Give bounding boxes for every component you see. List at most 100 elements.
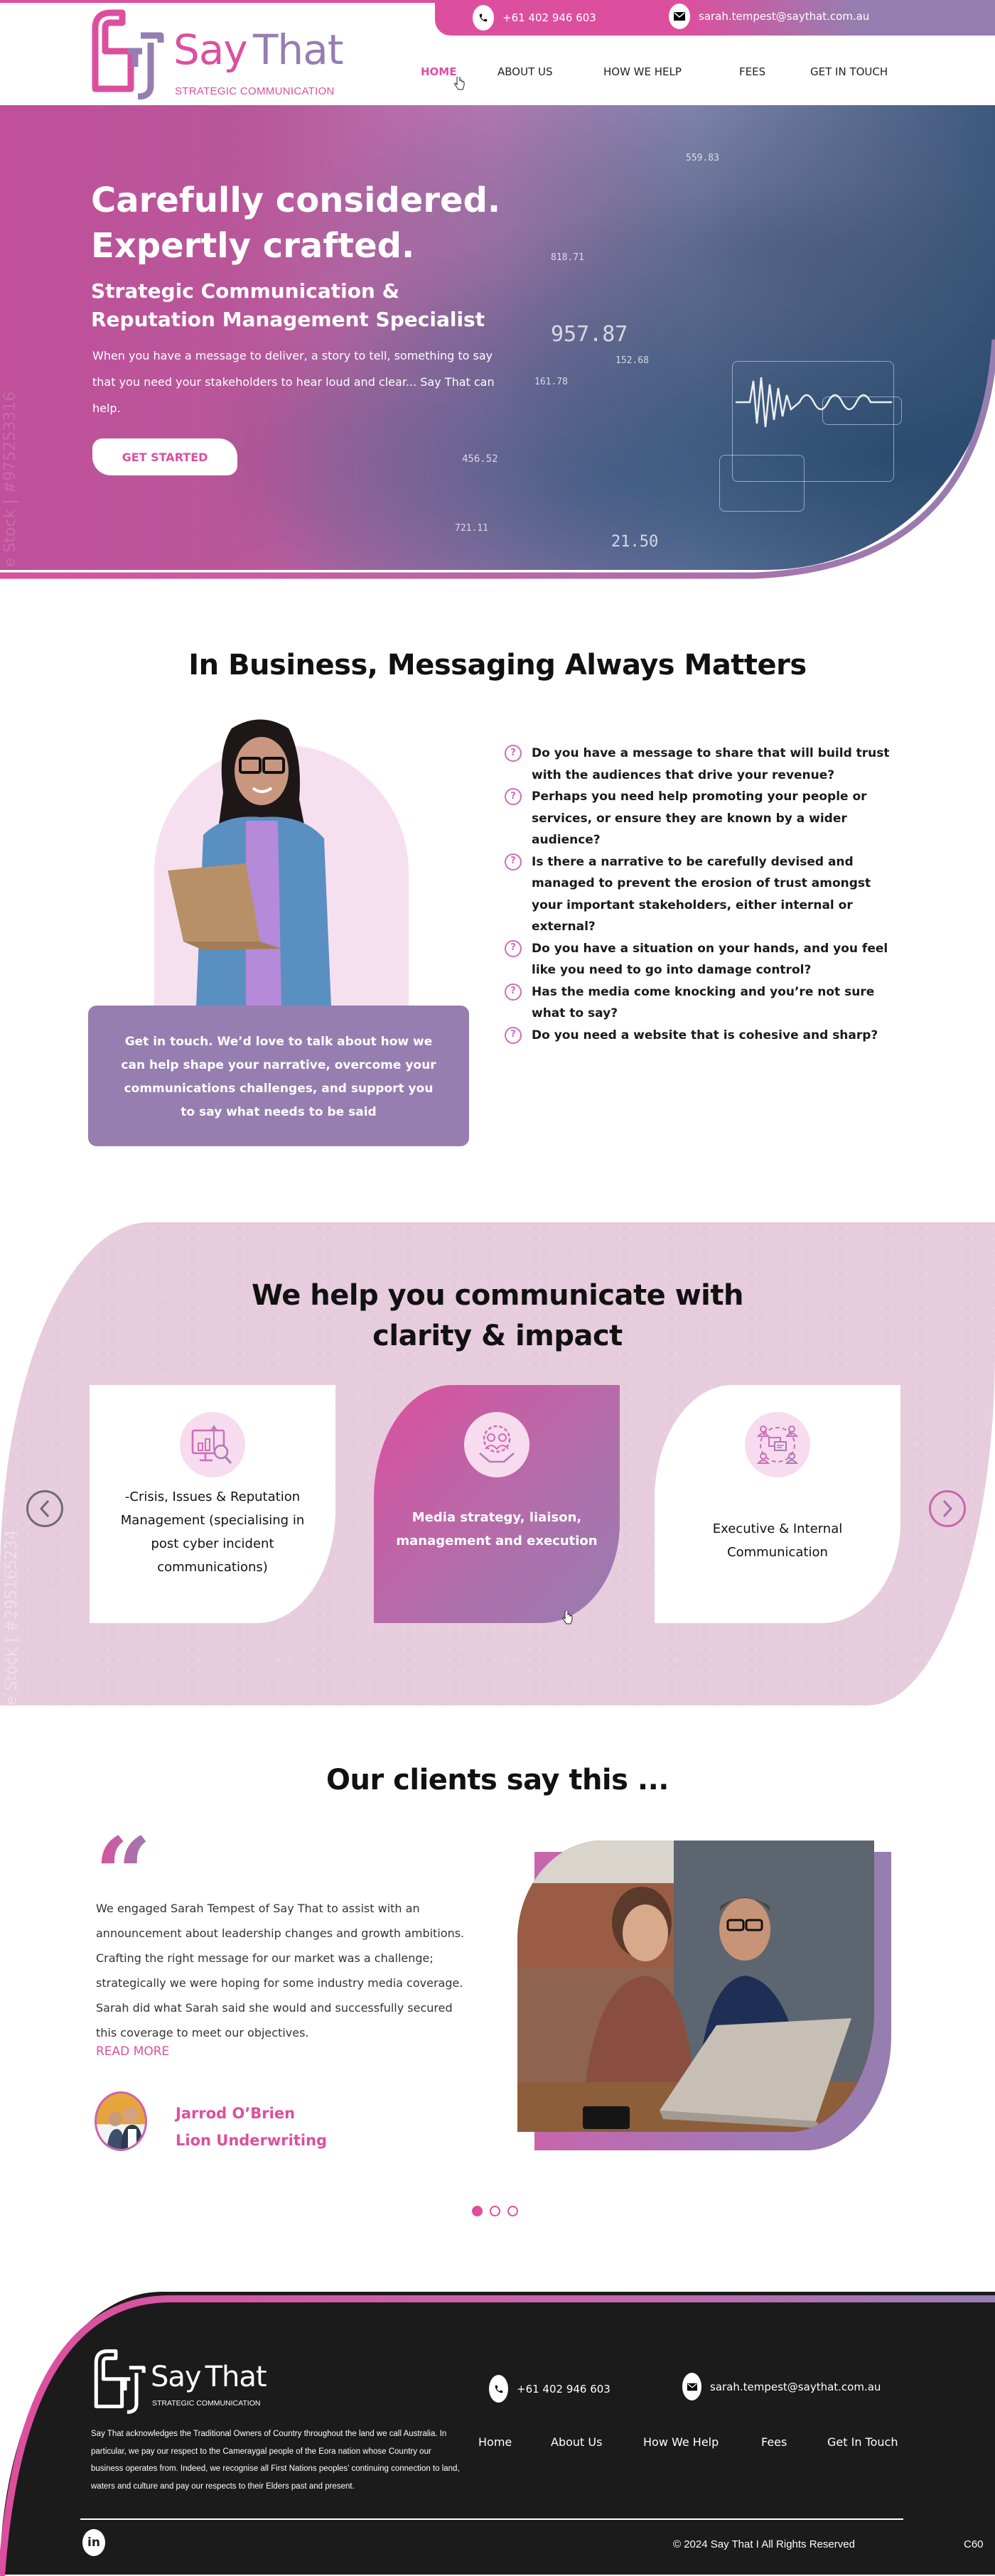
hero-subheadline-line1: Strategic Communication & [91, 279, 400, 303]
header-phone-text: +61 402 946 603 [502, 11, 596, 24]
read-more-link[interactable]: READ MORE [96, 2044, 170, 2059]
testimonials-section-title: Our clients say this ... [326, 1764, 669, 1796]
carousel-next-button[interactable] [929, 1490, 966, 1527]
footer-curve-border [0, 2295, 995, 2576]
footer-logo-tagline: STRATEGIC COMMUNICATION [152, 2399, 261, 2408]
service-card-media-strategy[interactable]: Media strategy, liaison, management and … [374, 1385, 620, 1623]
chevron-right-icon [942, 1499, 953, 1518]
footer-nav-home[interactable]: Home [478, 2435, 512, 2449]
envelope-icon [669, 4, 690, 29]
question-item: ? Has the media come knocking and you’re… [505, 981, 903, 1025]
footer-nav-get-in-touch[interactable]: Get In Touch [827, 2435, 898, 2449]
nav-home[interactable]: HOME [421, 65, 457, 78]
pagination-dot-1[interactable] [472, 2206, 483, 2216]
question-circle-icon: ? [505, 1026, 522, 1044]
copyright-text: © 2024 Say That I All Rights Reserved [673, 2538, 855, 2550]
header-phone-link[interactable]: +61 402 946 603 [473, 5, 596, 31]
header-email-text: sarah.tempest@saythat.com.au [699, 10, 870, 23]
footer-nav-how-we-help[interactable]: How We Help [643, 2435, 719, 2449]
services-title-line2: clarity & impact [372, 1320, 623, 1352]
footer-code: C60 [964, 2538, 984, 2550]
footer-phone-text: +61 402 946 603 [517, 2382, 611, 2396]
services-title-line1: We help you communicate with [252, 1279, 743, 1312]
stock-watermark: e Stock | #295165234 [3, 1529, 21, 1705]
hud-waveform-icon [736, 377, 892, 428]
logo-word-say: Say [173, 26, 248, 74]
linkedin-icon[interactable]: in [82, 2529, 105, 2556]
nav-fees[interactable]: FEES [739, 65, 766, 78]
client-company: Lion Underwriting [176, 2132, 328, 2149]
get-started-button[interactable]: GET STARTED [92, 438, 237, 475]
office-meeting-image [517, 1841, 874, 2132]
pagination-dot-3[interactable] [507, 2206, 518, 2216]
hud-number: 957.87 [551, 322, 628, 347]
service-card-label: Executive & Internal Communication [712, 1521, 843, 1560]
nav-about-us[interactable]: ABOUT US [498, 65, 553, 78]
logo-word-say: Say [151, 2361, 202, 2393]
hero-body-text: When you have a message to deliver, a st… [92, 349, 495, 415]
envelope-icon [682, 2373, 701, 2400]
get-in-touch-card: Get in touch. We’d love to talk about ho… [88, 1006, 469, 1146]
nav-how-we-help[interactable]: HOW WE HELP [603, 65, 682, 78]
hud-panel-wave [732, 361, 894, 482]
pagination-dot-2[interactable] [490, 2206, 500, 2216]
question-text: Do you need a website that is cohesive a… [532, 1028, 878, 1042]
site-logo[interactable]: Say That STRATEGIC COMMUNICATION [88, 7, 358, 103]
services-section-title: We help you communicate with clarity & i… [0, 1276, 995, 1357]
question-text: Has the media come knocking and you’re n… [532, 984, 875, 1021]
footer-background [0, 2292, 995, 2575]
footer-nav-about-us[interactable]: About Us [551, 2435, 603, 2449]
question-item: ? Do you have a message to share that wi… [505, 743, 903, 786]
header-email-link[interactable]: sarah.tempest@saythat.com.au [669, 4, 869, 29]
question-circle-icon: ? [505, 939, 522, 957]
footer-nav-fees[interactable]: Fees [761, 2435, 787, 2449]
question-item: ? Do you need a website that is cohesive… [505, 1025, 903, 1047]
logo-word-that: That [205, 2361, 267, 2393]
question-text: Is there a narrative to be carefully dev… [532, 854, 871, 934]
questions-list: ? Do you have a message to share that wi… [505, 743, 903, 1046]
hero-subheadline-line2: Reputation Management Specialist [91, 308, 485, 331]
hero-headline-line2: Expertly crafted. [91, 226, 415, 266]
question-item: ? Perhaps you need help promoting your p… [505, 786, 903, 851]
hand-cursor-icon [454, 77, 465, 90]
phone-icon [473, 5, 494, 31]
hero-headline-line1: Carefully considered. [91, 180, 501, 220]
nav-get-in-touch[interactable]: GET IN TOUCH [810, 65, 888, 78]
footer-phone-link[interactable]: +61 402 946 603 [489, 2375, 611, 2403]
question-item: ? Do you have a situation on your hands,… [505, 938, 903, 981]
hero-section: 559.83 818.71 957.87 152.68 456.52 161.7… [0, 105, 995, 581]
client-info: Jarrod O’Brien Lion Underwriting [176, 2100, 327, 2154]
group-chat-icon [745, 1412, 810, 1477]
stock-watermark: e Stock | #975253316 [1, 391, 19, 567]
hud-panel-globe [719, 455, 805, 512]
hud-number: 161.78 [534, 377, 568, 387]
hud-number: 818.71 [551, 252, 584, 263]
service-card-crisis[interactable]: -Crisis, Issues & Reputation Management … [90, 1385, 335, 1623]
woman-with-laptop-image [168, 719, 331, 1007]
header-contact-bar: +61 402 946 603 sarah.tempest@saythat.co… [435, 0, 995, 36]
question-circle-icon: ? [505, 745, 522, 762]
carousel-prev-button[interactable] [26, 1490, 63, 1527]
question-text: Do you have a situation on your hands, a… [532, 941, 888, 978]
site-footer [0, 2278, 995, 2576]
question-circle-icon: ? [505, 788, 522, 805]
service-card-executive-internal[interactable]: Executive & Internal Communication [655, 1385, 900, 1623]
hud-panel-bars [822, 397, 902, 425]
logo-tagline: STRATEGIC COMMUNICATION [175, 85, 335, 97]
logo-mark-icon [92, 9, 164, 99]
quote-mark-icon: “ [95, 1816, 152, 1933]
hud-number: 721.11 [455, 523, 488, 534]
question-item: ? Is there a narrative to be carefully d… [505, 851, 903, 938]
question-text: Perhaps you need help promoting your peo… [532, 789, 867, 847]
testimonial-photo [517, 1841, 891, 2150]
hero-headline: Carefully considered. Expertly crafted. [91, 178, 500, 269]
analytics-magnifier-icon [180, 1412, 245, 1477]
footer-email-link[interactable]: sarah.tempest@saythat.com.au [682, 2373, 881, 2400]
client-avatar [95, 2091, 147, 2151]
hud-number: 21.50 [611, 533, 659, 551]
question-text: Do you have a message to share that will… [532, 746, 890, 782]
question-circle-icon: ? [505, 983, 522, 1001]
hud-number: 559.83 [686, 153, 719, 163]
